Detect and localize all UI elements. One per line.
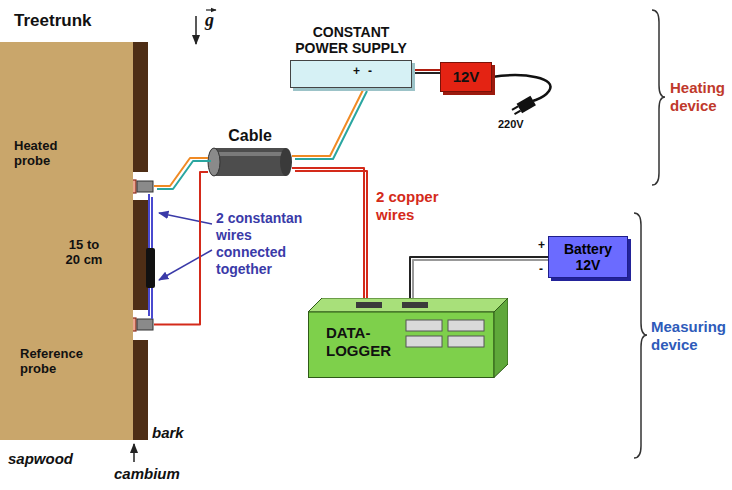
probe-connector — [137, 319, 153, 330]
logger-module — [406, 336, 442, 347]
bark-segment — [133, 42, 148, 172]
wire-junction — [146, 248, 155, 288]
group-brace — [652, 10, 665, 185]
gravity-arrow — [195, 16, 197, 44]
cable-body — [214, 148, 286, 176]
terminal-slot — [356, 302, 382, 308]
terminal-sign: + — [538, 238, 545, 252]
terminal-sign: - — [368, 64, 372, 78]
wire-connector — [292, 88, 367, 159]
wire — [415, 72, 443, 74]
group-label: Measuring device — [651, 318, 730, 354]
part-label: sapwood — [8, 450, 73, 467]
wire-connector — [292, 168, 367, 301]
device-title: CONSTANT POWER SUPPLY — [290, 24, 412, 56]
wire — [292, 88, 364, 156]
bark-segment — [133, 340, 148, 440]
plug-pin — [512, 106, 518, 110]
wire — [410, 257, 548, 298]
reference-probe: Reference probe — [14, 316, 154, 376]
probe-connector — [137, 181, 153, 192]
vector-symbol: g — [205, 10, 214, 30]
power-supply-box: +- — [290, 60, 412, 88]
power-adapter: 12V — [440, 62, 492, 92]
heated-probe: Heated probe — [14, 134, 154, 194]
terminal-slot — [402, 302, 428, 308]
part-label: bark — [152, 424, 184, 441]
logger-module — [406, 320, 442, 331]
device-label: DATA-LOGGER — [326, 324, 402, 360]
group-brace — [634, 213, 647, 458]
wire-label: 2 copper wires — [376, 188, 468, 224]
terminal-sign: - — [539, 262, 543, 276]
logger-side-face — [494, 298, 508, 378]
wire — [157, 161, 211, 189]
logger-module — [448, 320, 484, 331]
logger-module — [448, 336, 484, 347]
bark-segment — [133, 200, 148, 310]
cable-highlight — [214, 152, 286, 156]
pointer-arrow — [133, 444, 135, 462]
voltage-label: 220V — [498, 118, 524, 130]
probe-label: Heated probe — [14, 138, 70, 168]
cable-end — [280, 148, 292, 176]
logger-top-face — [308, 298, 508, 312]
callout-text: 2 constantan wires connected together — [216, 210, 316, 278]
wire — [413, 260, 551, 301]
plug-pin — [515, 111, 521, 115]
mains-plug — [511, 96, 536, 117]
trunk-title: Treetrunk — [14, 11, 91, 31]
dimension-label: 15 to 20 cm — [62, 236, 106, 268]
callout-arrow — [159, 250, 212, 280]
power-supply: +- CONSTANT POWER SUPPLY — [290, 24, 412, 88]
data-logger: DATA-LOGGER — [308, 298, 508, 378]
group-label: Heating device — [670, 79, 730, 115]
voltage-label: 12V — [453, 68, 480, 86]
logger-front-face — [309, 312, 495, 378]
wire — [412, 69, 440, 71]
probe-label: Reference probe — [20, 346, 92, 376]
battery-label: Battery 12V — [555, 241, 621, 273]
wire — [295, 171, 367, 301]
terminal-sign: + — [353, 64, 360, 78]
wire-connector — [412, 70, 443, 73]
part-label: cambium — [114, 465, 180, 482]
cable-label: Cable — [208, 126, 292, 145]
power-cord — [492, 75, 551, 101]
callout-arrow — [159, 213, 212, 224]
cable: Cable — [208, 126, 292, 178]
wire — [154, 172, 208, 325]
wire — [292, 168, 364, 298]
wire-connector — [154, 172, 208, 325]
wire-connector — [154, 158, 211, 189]
wire — [295, 91, 367, 159]
battery: Battery 12V — [548, 236, 628, 278]
wire-connector — [410, 257, 551, 301]
